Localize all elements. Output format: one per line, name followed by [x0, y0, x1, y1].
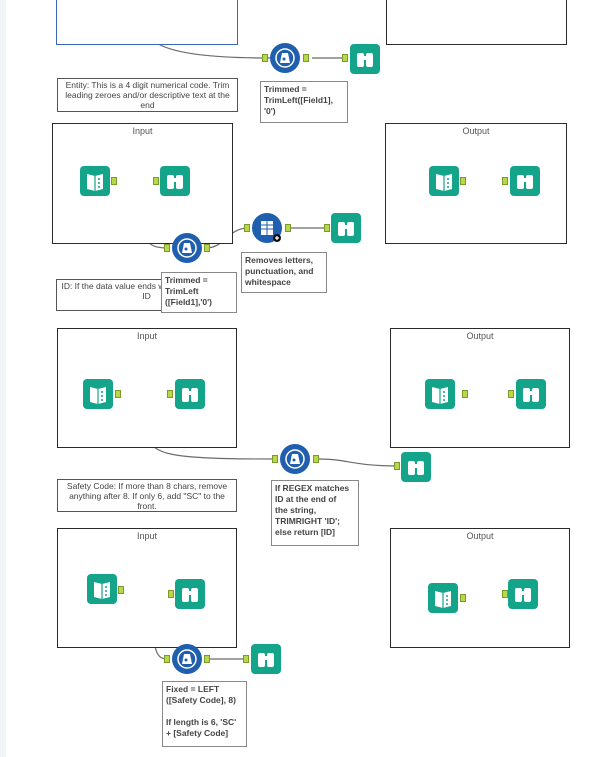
browse-icon — [167, 175, 183, 189]
comment-safety: Safety Code: If more than 8 chars, remov… — [57, 479, 237, 512]
annotation-fixed: Fixed = LEFT ([Safety Code], 8) If lengt… — [162, 681, 247, 747]
output-anchor[interactable] — [115, 390, 121, 398]
input-anchor[interactable] — [164, 655, 170, 663]
input-anchor[interactable] — [168, 590, 174, 598]
input-data-icon — [436, 174, 452, 191]
output-anchor[interactable] — [460, 177, 466, 185]
browse-tool-entity[interactable] — [160, 166, 190, 196]
annotation-regex: If REGEX matches ID at the end of the st… — [271, 480, 359, 546]
input-anchor[interactable] — [508, 390, 514, 398]
canvas-left-edge — [0, 0, 6, 757]
container-top-right[interactable] — [386, 0, 567, 45]
input-data-icon — [94, 582, 110, 599]
input-anchor[interactable] — [153, 177, 159, 185]
browse-icon — [517, 175, 533, 189]
container-title: Output — [466, 531, 494, 541]
input-data-icon — [432, 387, 448, 404]
data-cleansing-tool[interactable] — [252, 213, 282, 243]
input-data-icon — [435, 591, 451, 608]
annotation-trimmed-id: Trimmed = TrimLeft ([Field1],'0') — [161, 272, 237, 313]
output-anchor[interactable] — [111, 177, 117, 185]
formula-tool-safety[interactable] — [172, 644, 202, 674]
output-anchor[interactable] — [462, 390, 468, 398]
formula-tool-top[interactable] — [270, 43, 300, 73]
output-anchor[interactable] — [204, 244, 210, 252]
input-anchor[interactable] — [164, 244, 170, 252]
browse-icon — [258, 653, 274, 667]
browse-tool-regex[interactable] — [401, 452, 431, 482]
browse-tool-safety[interactable] — [175, 579, 205, 609]
input-anchor[interactable] — [342, 54, 348, 62]
input-data-tool-entity-out[interactable] — [429, 166, 459, 196]
input-data-tool-entity[interactable] — [80, 166, 110, 196]
input-data-tool-id-out[interactable] — [425, 379, 455, 409]
input-data-icon — [87, 174, 103, 191]
comment-entity: Entity: This is a 4 digit numerical code… — [57, 78, 238, 112]
browse-icon — [182, 588, 198, 602]
container-title: Output — [466, 331, 494, 341]
input-anchor[interactable] — [272, 455, 278, 463]
data-cleansing-icon — [261, 221, 281, 242]
output-anchor[interactable] — [303, 54, 309, 62]
formula-tool-entity[interactable] — [172, 233, 202, 263]
browse-icon — [357, 53, 373, 67]
output-anchor[interactable] — [204, 655, 210, 663]
browse-tool-safety-out[interactable] — [508, 579, 538, 609]
browse-icon — [523, 388, 539, 402]
formula-icon — [177, 238, 197, 258]
annotation-trimmed-top: Trimmed = TrimLeft([Field1], '0') — [260, 81, 348, 123]
browse-icon — [408, 461, 424, 475]
input-data-tool-safety-out[interactable] — [428, 583, 458, 613]
browse-tool-id[interactable] — [175, 379, 205, 409]
formula-tool-id[interactable] — [280, 444, 310, 474]
input-anchor[interactable] — [167, 390, 173, 398]
container-top-left[interactable] — [56, 0, 238, 45]
browse-icon — [182, 388, 198, 402]
container-title: Input — [136, 531, 158, 541]
browse-tool-fixed[interactable] — [251, 644, 281, 674]
input-data-tool-safety[interactable] — [87, 574, 117, 604]
browse-tool-top[interactable] — [350, 44, 380, 74]
input-data-icon — [90, 387, 106, 404]
input-anchor[interactable] — [502, 590, 508, 598]
browse-tool-cleanse[interactable] — [331, 213, 361, 243]
formula-icon — [177, 649, 197, 669]
browse-tool-id-out[interactable] — [516, 379, 546, 409]
output-anchor[interactable] — [118, 586, 124, 594]
browse-icon — [338, 222, 354, 236]
container-title: Input — [132, 126, 153, 136]
input-anchor[interactable] — [244, 224, 250, 232]
browse-tool-entity-out[interactable] — [510, 166, 540, 196]
formula-icon — [285, 449, 305, 469]
container-input-safety[interactable]: Input — [57, 528, 237, 648]
output-anchor[interactable] — [285, 224, 291, 232]
output-anchor[interactable] — [313, 455, 319, 463]
input-data-tool-id[interactable] — [83, 379, 113, 409]
output-anchor[interactable] — [460, 594, 466, 602]
container-title: Output — [462, 126, 490, 136]
annotation-cleanse: Removes letters, punctuation, and whites… — [241, 252, 327, 293]
formula-icon — [275, 48, 295, 68]
input-anchor[interactable] — [243, 655, 249, 663]
browse-icon — [515, 588, 531, 602]
container-output-safety[interactable]: Output — [390, 528, 570, 648]
input-anchor[interactable] — [324, 224, 330, 232]
container-title: Input — [136, 331, 158, 341]
input-anchor[interactable] — [502, 177, 508, 185]
input-anchor[interactable] — [262, 54, 268, 62]
input-anchor[interactable] — [394, 462, 400, 470]
